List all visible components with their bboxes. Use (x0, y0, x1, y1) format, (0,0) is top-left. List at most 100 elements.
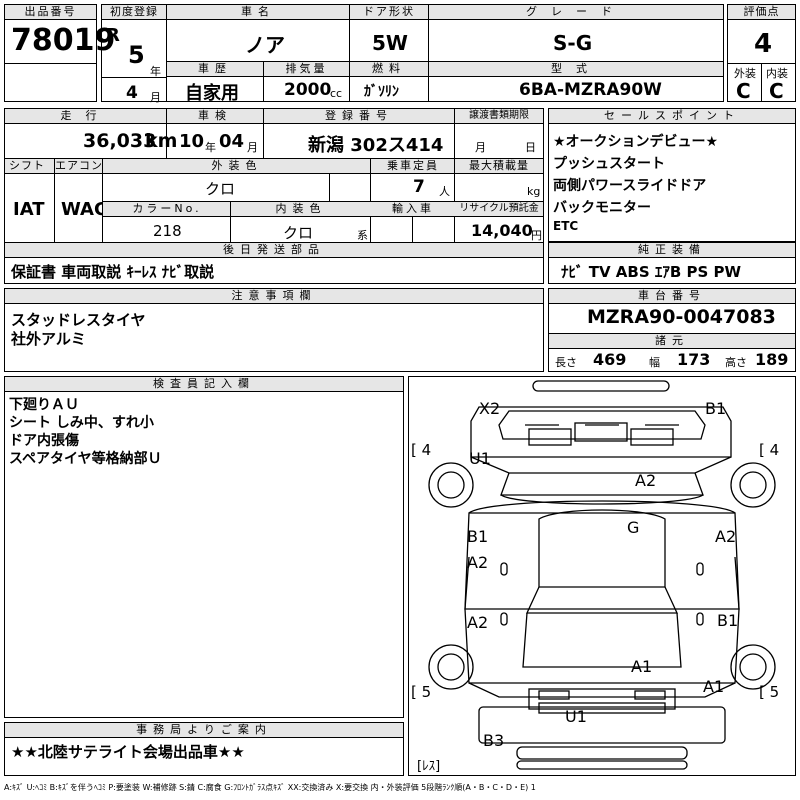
legend: A:ｷｽﾞ U:ﾍｺﾐ B:ｷｽﾞを伴うﾍｺﾐ P:要塗装 W:補修跡 S:錆 … (4, 783, 536, 792)
capacity-unit: 人 (439, 185, 450, 198)
car-name-label: 車名 (167, 5, 349, 20)
later-parts: 保証書 車両取説 ｷｰﾚｽ ﾅﾋﾞ取説 (11, 263, 215, 281)
damage-mark: U1 (469, 449, 491, 468)
damage-mark: A1 (703, 677, 725, 696)
damage-mark: G (627, 518, 640, 537)
insp-month-unit: 月 (247, 141, 258, 154)
shift-label: シフト (5, 159, 55, 174)
reg-year: 5 (128, 41, 145, 69)
int-color-label: 内装色 (231, 202, 371, 217)
chassis-box: 車台番号 MZRA90-0047083 諸元 長さ 469 幅 173 高さ 1… (548, 288, 796, 372)
tire-depth-front-right: [ 4 (759, 441, 780, 459)
fuel: ｶﾞｿﾘﾝ (364, 84, 399, 100)
width-label: 幅 (649, 356, 660, 369)
inspector-box: 検査員記入欄 下廻りＡＵ シート しみ中、すれ小 ドア内張傷 スペアタイヤ等格納… (4, 376, 404, 718)
equipment-box: 純正装備 ﾅﾋﾞ TV ABS ｴｱB PS PW (548, 242, 796, 284)
ac: WAC (61, 199, 108, 220)
car-diagram: X2 B1 U1 A2 G B1 A2 A2 A2 B1 A1 A1 U1 B3… (408, 376, 796, 776)
capacity: 7 (413, 177, 425, 197)
load-label: 最大積載量 (455, 159, 543, 174)
inspection-label: 車検 (167, 109, 263, 124)
damage-mark: A2 (467, 613, 489, 632)
color-no-label: カラーNo. (103, 202, 231, 217)
fuel-box: 燃料 ｶﾞｿﾘﾝ (349, 61, 429, 102)
tire-depth-front-left: [ 4 (411, 441, 432, 459)
int-score: C (769, 79, 784, 103)
reg-number-box: 登録番号 新潟 302ス414 (263, 108, 455, 159)
int-color: クロ (283, 224, 314, 242)
damage-mark: A2 (635, 471, 657, 490)
capacity-label: 乗車定員 (371, 159, 455, 174)
inspector-line-4: スペアタイヤ等格納部Ｕ (9, 451, 162, 467)
grade-label: グレード (429, 5, 723, 20)
score-label: 評価点 (728, 5, 795, 20)
length-label: 長さ (555, 356, 577, 369)
displacement: 2000 (284, 80, 332, 100)
damage-mark: A1 (631, 657, 653, 676)
damage-mark: B1 (717, 611, 739, 630)
score-box: 評価点 4 外装 内装 C C (727, 4, 796, 103)
damage-mark: A2 (715, 527, 737, 546)
mileage-unit: km (145, 130, 178, 152)
chassis-number: MZRA90-0047083 (587, 306, 776, 328)
tire-depth-rear-left: [ 5 (411, 683, 432, 701)
reg-number-label: 登録番号 (264, 109, 454, 124)
sales-point-3: 両側パワースライドドア (553, 178, 707, 194)
lot-box: 出品番号 78019 (4, 4, 115, 102)
car-outline (428, 380, 776, 770)
model: 6BA-MZRA90W (519, 80, 662, 100)
insp-year: 10 (179, 131, 205, 152)
model-box: 型式 6BA-MZRA90W (428, 61, 724, 102)
import-label: 輸入車 (371, 202, 455, 217)
sales-point-4: バックモニター (553, 200, 651, 216)
door-label: ドア形状 (350, 5, 428, 20)
sales-points-label: セールスポイント (549, 109, 795, 124)
note-2: 社外アルミ (11, 330, 86, 348)
damage-mark: B1 (705, 399, 727, 418)
damage-mark: X2 (479, 399, 501, 418)
inspection-box: 車検 10 年 04 月 (166, 108, 264, 159)
era: R (106, 25, 120, 46)
sales-point-1: ★オークションデビュー★ (553, 134, 719, 150)
spec-grid: シフト エアコン IAT WAC 外装色 クロ 乗車定員 7 人 最大積載量 k… (4, 158, 544, 243)
office-box: 事務局よりご案内 ★★北陸サテライト会場出品車★★ (4, 722, 404, 776)
note-1: スタッドレスタイヤ (11, 311, 146, 329)
ext-label: 外装 (734, 67, 756, 80)
color-label: 外装色 (103, 159, 371, 174)
inspector-line-3: ドア内張傷 (9, 433, 79, 449)
history-box: 車歴 自家用 (166, 61, 264, 104)
mileage: 36,033 (83, 130, 157, 152)
office-label: 事務局よりご案内 (5, 723, 403, 738)
car-name-box: 車名 ノア (166, 4, 350, 62)
fuel-label: 燃料 (350, 62, 428, 77)
recycle-unit: 円 (531, 229, 542, 242)
grade: S-G (553, 31, 593, 55)
displacement-box: 排気量 2000 cc (263, 61, 350, 102)
first-reg-label: 初度登録 (102, 5, 166, 20)
specs-label: 諸元 (549, 333, 795, 349)
equipment: ﾅﾋﾞ TV ABS ｴｱB PS PW (561, 263, 742, 281)
tire-depth-rear-right: [ 5 (759, 683, 780, 701)
spare-tire: [ﾚｽ] (417, 759, 441, 774)
insp-month: 04 (219, 131, 245, 152)
recycle-label: リサイクル預託金 (455, 202, 543, 217)
equipment-label: 純正装備 (549, 243, 795, 258)
displacement-label: 排気量 (264, 62, 349, 77)
width: 173 (677, 350, 711, 369)
ext-score: C (736, 79, 751, 103)
sales-point-5: ETC (553, 219, 579, 233)
int-label: 内装 (766, 67, 788, 80)
color-no: 218 (153, 222, 182, 240)
damage-mark: B1 (467, 527, 489, 546)
notes-label: 注意事項欄 (5, 289, 543, 304)
shift: IAT (13, 199, 45, 220)
grade-box: グレード S-G (428, 4, 724, 62)
reg-month-unit: 月 (150, 91, 161, 104)
damage-mark: U1 (565, 707, 587, 726)
later-parts-label: 後日発送部品 (5, 243, 543, 258)
door-type: 5W (372, 31, 408, 55)
height: 189 (755, 350, 789, 369)
inspector-line-1: 下廻りＡＵ (9, 397, 79, 413)
damage-mark: B3 (483, 731, 505, 750)
first-reg-box: 初度登録 R 5 年 4 月 (101, 4, 167, 104)
